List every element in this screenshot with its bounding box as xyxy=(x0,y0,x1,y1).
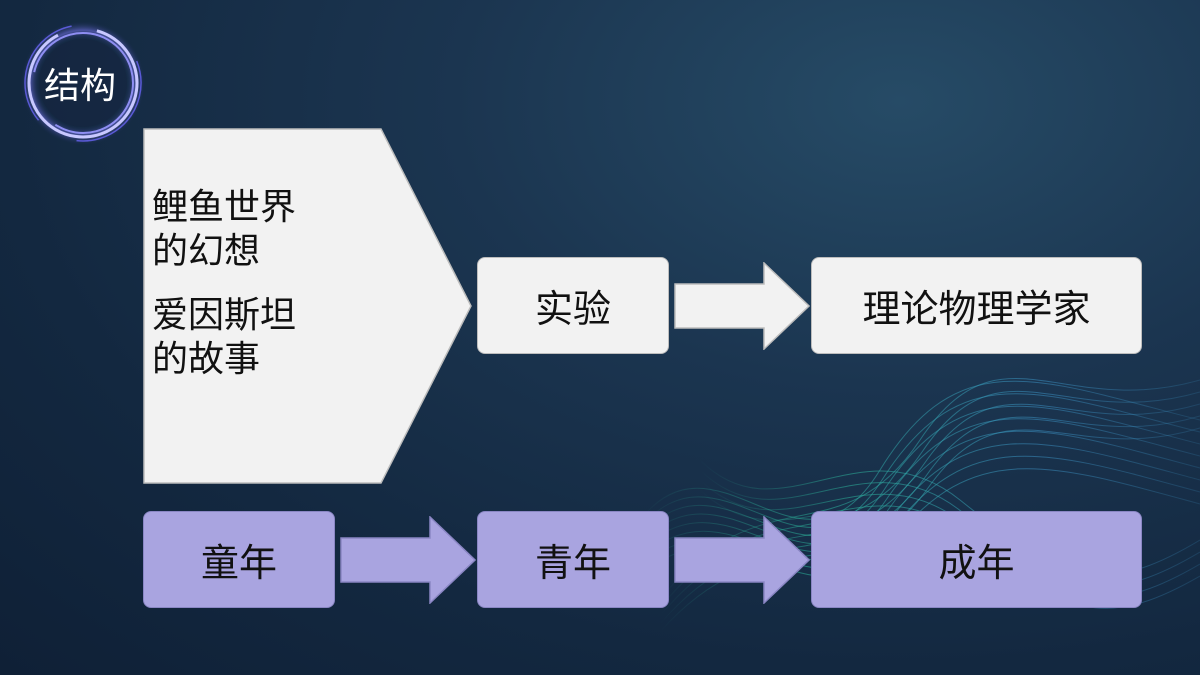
flow-box-childhood: 童年 xyxy=(143,511,335,608)
arrow-right-icon xyxy=(340,516,476,604)
panel-paragraph-2: 爱因斯坦 的故事 xyxy=(152,294,352,382)
ring-icon xyxy=(21,21,145,145)
panel-line: 鲤鱼世界 xyxy=(152,187,297,228)
flow-box-youth: 青年 xyxy=(477,511,669,608)
panel-text: 鲤鱼世界 的幻想 爱因斯坦 的故事 xyxy=(152,186,352,402)
arrow-right-icon xyxy=(674,516,810,604)
panel-line: 的幻想 xyxy=(152,231,261,272)
arrow-right-icon xyxy=(674,262,810,350)
flow-box-theoretical-physicist: 理论物理学家 xyxy=(811,257,1142,354)
pentagon-panel xyxy=(143,128,472,484)
flow-box-adulthood: 成年 xyxy=(811,511,1142,608)
panel-line: 爱因斯坦 xyxy=(152,295,297,336)
flow-box-experiment: 实验 xyxy=(477,257,669,354)
panel-paragraph-1: 鲤鱼世界 的幻想 xyxy=(152,186,352,274)
panel-line: 的故事 xyxy=(152,339,261,380)
title-badge: 结构 xyxy=(18,18,148,148)
badge-title: 结构 xyxy=(43,66,116,107)
